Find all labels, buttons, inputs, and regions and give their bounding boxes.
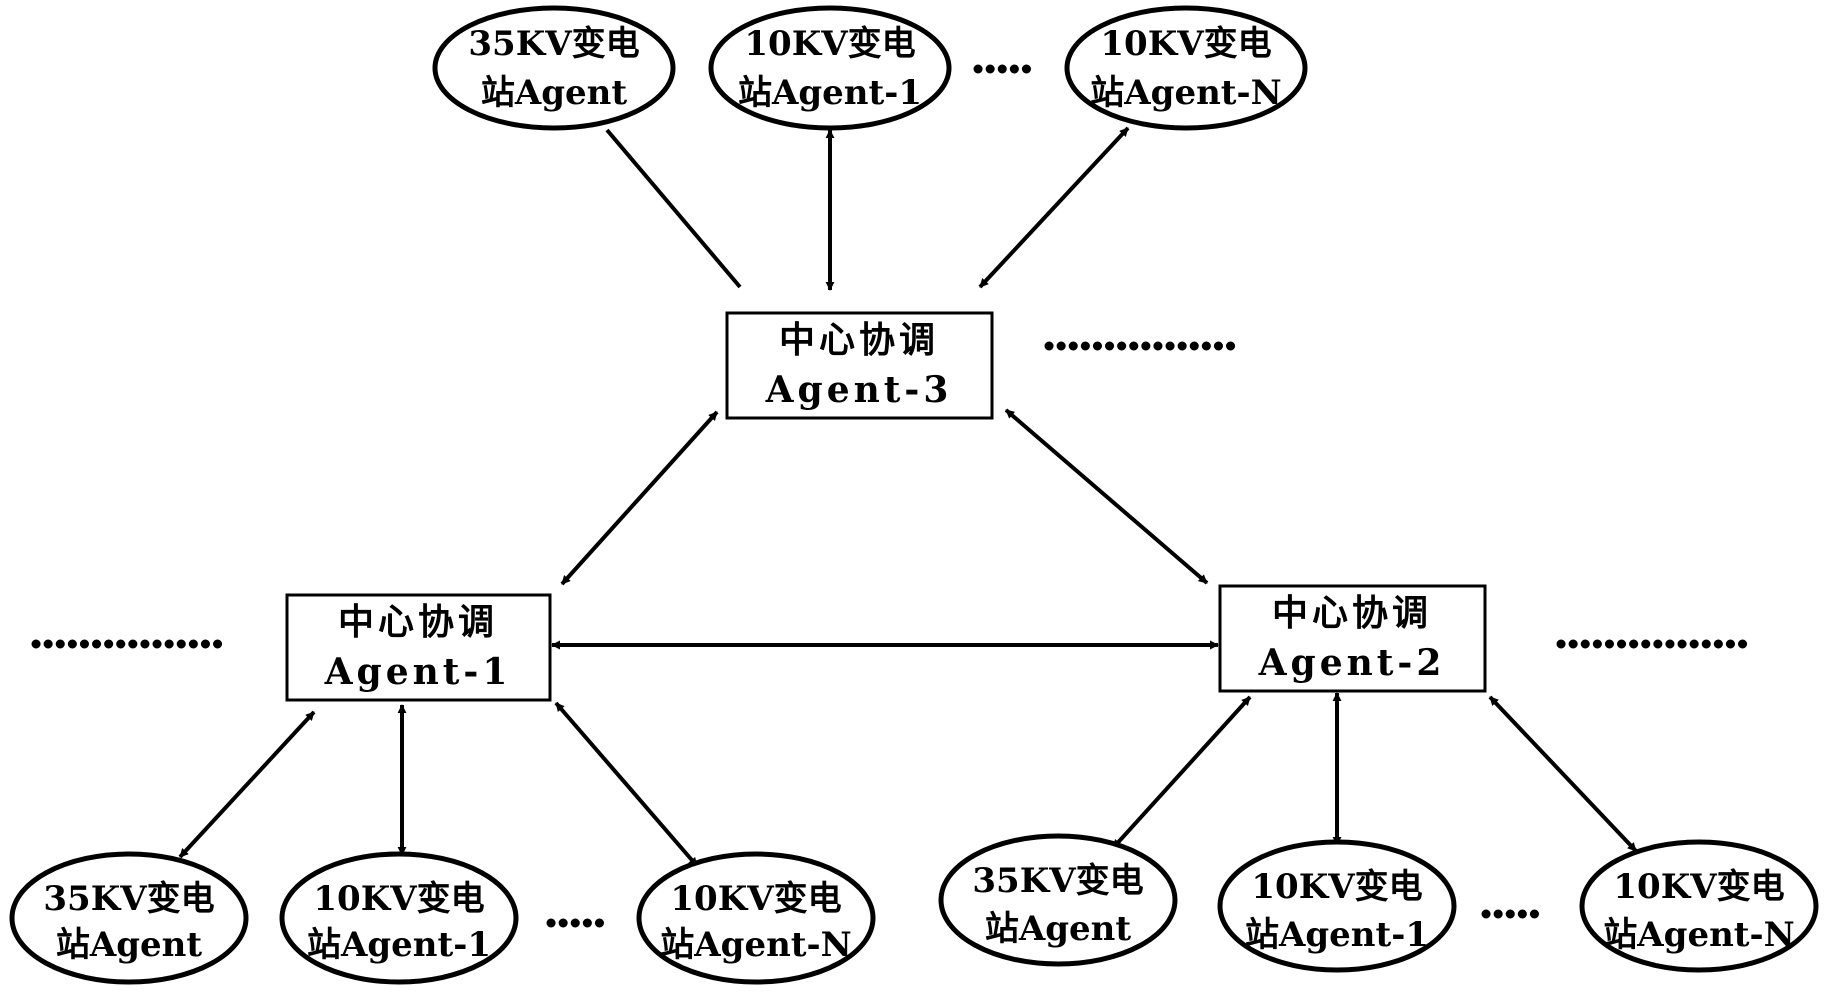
substation-bl-35kv[interactable]: 35KV变电 站Agent	[12, 854, 246, 982]
substation-br-10kv-n[interactable]: 10KV变电 站Agent-N	[1582, 842, 1816, 970]
substation-br-35kv[interactable]: 35KV变电 站Agent	[941, 836, 1175, 964]
substation-top-10kv-1[interactable]: 10KV变电 站Agent-1	[711, 8, 949, 128]
coordinator-label-line1: 中心协调	[1272, 592, 1432, 634]
substation-top-35kv[interactable]: 35KV变电 站Agent	[435, 8, 673, 128]
substation-label-line1: 10KV变电	[313, 879, 484, 919]
substation-label-line1: 10KV变电	[744, 24, 915, 64]
substation-br-10kv-1[interactable]: 10KV变电 站Agent-1	[1220, 842, 1454, 970]
coordinator-agent-1[interactable]: 中心协调 Agent-1	[287, 595, 550, 700]
coordinator-label-line2: Agent-1	[324, 651, 512, 693]
connector-agent3-top-35kv	[607, 130, 740, 287]
substation-label-line2: 站Agent	[481, 73, 628, 113]
connector-agent3-agent1	[562, 412, 717, 584]
substation-label-line1: 35KV变电	[972, 861, 1143, 901]
connector-agent3-top-10kv-n	[980, 128, 1128, 287]
substation-label-line2: 站Agent	[56, 925, 203, 965]
connector-agent1-bl-35kv	[180, 712, 314, 857]
connector-agent2-br-10kv-n	[1490, 697, 1636, 851]
coordinator-agent-2[interactable]: 中心协调 Agent-2	[1220, 586, 1485, 691]
connectors	[180, 128, 1636, 866]
coordinator-label-line2: Agent-3	[765, 369, 953, 411]
substation-label-line2: 站Agent-1	[738, 73, 922, 113]
substation-label-line1: 35KV变电	[468, 24, 639, 64]
connector-agent1-bl-10kv-n	[556, 703, 697, 866]
substation-label-line1: 10KV变电	[1251, 867, 1422, 907]
substation-label-line2: 站Agent-N	[1090, 73, 1281, 113]
substation-label-line1: 35KV变电	[43, 879, 214, 919]
coordinator-label-line1: 中心协调	[338, 601, 498, 643]
substation-top-10kv-n[interactable]: 10KV变电 站Agent-N	[1067, 8, 1305, 128]
substation-label-line2: 站Agent-N	[1603, 915, 1794, 955]
connector-agent3-agent2	[1006, 410, 1207, 583]
substation-label-line1: 10KV变电	[1613, 867, 1784, 907]
substation-label-line1: 10KV变电	[1100, 24, 1271, 64]
coordinator-agent-3[interactable]: 中心协调 Agent-3	[727, 313, 992, 418]
substation-bl-10kv-n[interactable]: 10KV变电 站Agent-N	[639, 854, 873, 982]
coordinator-label-line1: 中心协调	[779, 319, 939, 361]
substation-label-line2: 站Agent-N	[660, 925, 851, 965]
substation-label-line1: 10KV变电	[670, 879, 841, 919]
substation-label-line2: 站Agent-1	[1245, 915, 1429, 955]
substation-label-line2: 站Agent	[985, 909, 1132, 949]
coordinator-label-line2: Agent-2	[1258, 642, 1446, 684]
substation-bl-10kv-1[interactable]: 10KV变电 站Agent-1	[282, 854, 516, 982]
connector-agent2-br-35kv	[1113, 697, 1250, 848]
substation-label-line2: 站Agent-1	[307, 925, 491, 965]
